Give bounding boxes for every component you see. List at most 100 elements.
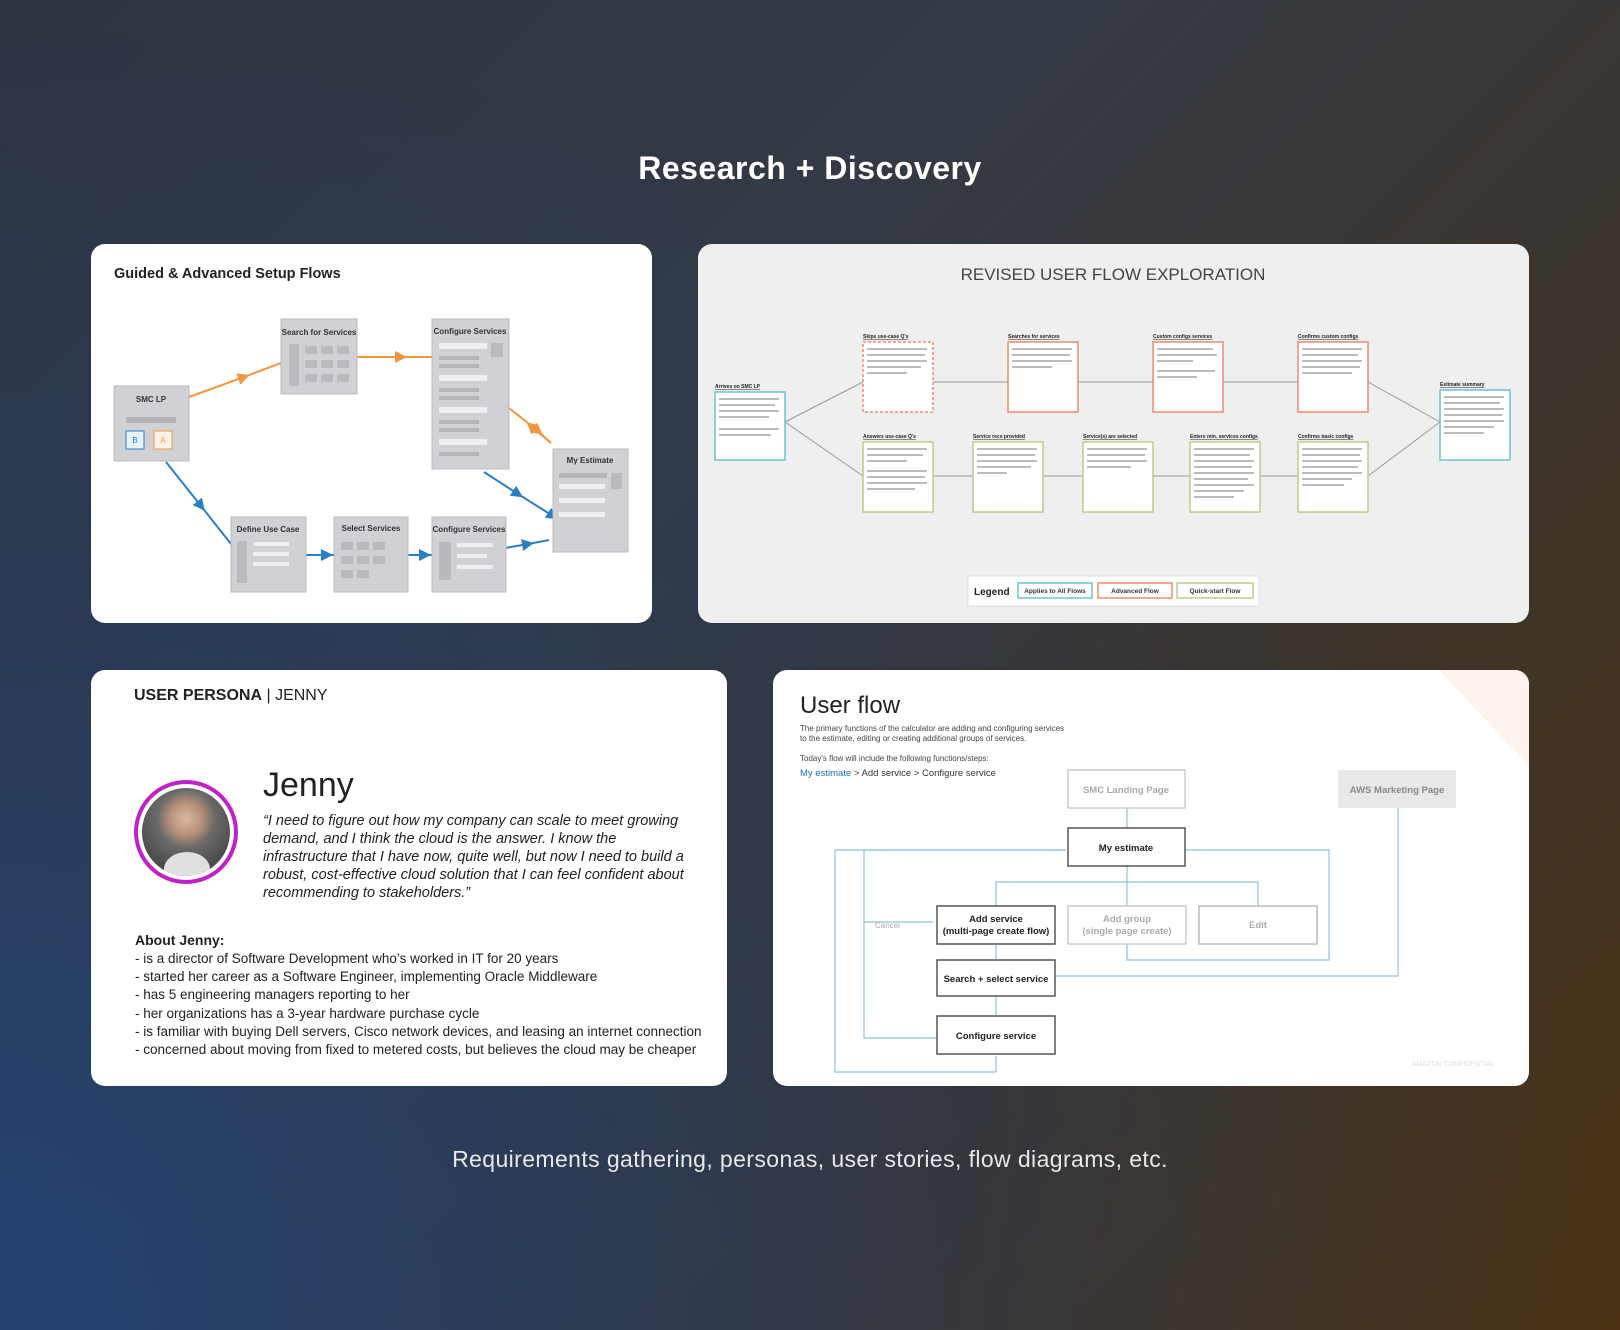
revised-flow-diagram: REVISED USER FLOW EXPLORATION Arrives on… [714,265,1511,607]
node-confirms-basic-label: Confirms basic configs [1298,434,1354,440]
revised-user-flow-card: REVISED USER FLOW EXPLORATION Arrives on… [698,244,1529,623]
persona-quote: “I need to figure out how my company can… [263,813,684,901]
persona-header-rest: | JENNY [262,687,328,704]
page-title: Research + Discovery [638,150,982,186]
list-item: - started her career as a Software Engin… [135,969,598,985]
legend-all: Applies to All Flows [1024,588,1086,595]
node-configure-label: Configure service [956,1031,1036,1042]
node-add-group-label-2: (single page create) [1082,926,1171,937]
avatar-ring [134,780,238,884]
node-estimate-summary: Estimate summary [1439,382,1511,461]
user-flow-title: User flow [800,692,901,719]
node-service-recs: Service recs provided [972,434,1044,513]
node-edit: Edit [1198,905,1318,945]
node-select-label: Select Services [342,524,401,533]
about-title: About Jenny: [135,932,225,948]
user-flow-diagram: SMC Landing Page AWS Marketing Page My e… [834,670,1529,1073]
confidential-label: AMAZON CONFIDENTIAL [1411,1061,1495,1068]
node-custom-configs-label: Custom configs services [1153,334,1212,340]
node-services-selected: Service(s) are selected [1082,434,1154,513]
node-smc-landing-label: SMC Landing Page [1083,785,1169,796]
node-answers-label: Answers use-case Q's [863,434,916,440]
node-configure-top-label: Configure Services [434,327,507,336]
user-flow-description: The primary functions of the calculator … [800,724,1065,743]
user-flow-card: SMC Landing Page AWS Marketing Page My e… [773,670,1529,1086]
node-aws-marketing-label: AWS Marketing Page [1350,785,1445,796]
badge-b: B [132,436,137,445]
user-persona-card: USER PERSONA | JENNY Jenny “I need to fi… [91,670,727,1086]
node-arrives-label: Arrives on SMC LP [715,384,761,390]
node-configure-bottom-label: Configure Services [433,525,506,534]
breadcrumb: My estimate > Add service > Configure se… [800,768,996,779]
list-item: - is familiar with buying Dell servers, … [135,1023,702,1039]
persona-header: USER PERSONA | JENNY [134,687,328,705]
node-define-label: Define Use Case [237,525,300,534]
node-searches: Searches for services [1007,334,1079,413]
breadcrumb-my-estimate-link[interactable]: My estimate [800,768,852,779]
node-search-for-services: Search for Services [280,318,358,395]
node-add-group-label-1: Add group [1103,914,1151,925]
node-smc-landing: SMC Landing Page [1067,769,1186,809]
guided-flow-diagram: Guided & Advanced Setup Flows [113,266,629,593]
node-configure: Configure service [936,1015,1056,1055]
breadcrumb-rest: > Add service > Configure service [851,768,996,779]
persona-header-bold: USER PERSONA [134,687,263,704]
node-skips: Skips use-case Q's [862,334,934,413]
node-add-service-label-2: (multi-page create flow) [943,926,1050,937]
node-add-service: Add service (multi-page create flow) [936,905,1056,945]
node-services-selected-label: Service(s) are selected [1083,434,1137,440]
user-flow-today: Today's flow will include the following … [800,754,989,763]
about-list: - is a director of Software Development … [135,950,702,1059]
node-my-estimate-label: My Estimate [567,456,614,465]
node-searches-label: Searches for services [1008,334,1060,340]
cancel-label: Cancel [875,921,900,930]
node-enters-min-label: Enters min. services configs [1190,434,1258,440]
node-search-label: Search for Services [282,328,357,337]
revised-flow-title: REVISED USER FLOW EXPLORATION [961,265,1266,284]
list-item: - is a director of Software Development … [135,951,559,966]
legend-advanced: Advanced Flow [1111,588,1160,595]
advanced-flow-lines [188,351,552,444]
badge-a: A [160,436,166,445]
node-estimate-summary-label: Estimate summary [1440,382,1485,388]
node-confirms-basic: Confirms basic configs [1297,434,1369,513]
revised-flow-connectors [784,381,1441,477]
node-aws-marketing: AWS Marketing Page [1338,770,1456,808]
legend-quick: Quick-start Flow [1190,588,1242,595]
node-add-service-label-1: Add service [969,914,1023,925]
node-edit-label: Edit [1249,920,1268,931]
corner-accent [1439,670,1529,766]
node-my-estimate: My estimate [1067,827,1186,867]
guided-flows-title: Guided & Advanced Setup Flows [114,266,341,282]
node-skips-label: Skips use-case Q's [863,334,909,340]
node-define-use-case: Define Use Case [230,516,307,593]
node-search-select-label: Search + select service [944,974,1049,985]
node-arrives: Arrives on SMC LP [714,384,786,461]
node-confirms-custom-label: Confirms custom configs [1298,334,1359,340]
legend-title: Legend [974,587,1010,598]
persona-name: Jenny [263,766,354,804]
list-item: - concerned about moving from fixed to m… [135,1042,697,1058]
list-item: - has 5 engineering managers reporting t… [135,987,410,1003]
node-custom-configs: Custom configs services [1152,334,1224,413]
node-smc-lp-label: SMC LP [136,395,167,404]
page-subtitle: Requirements gathering, personas, user s… [452,1146,1168,1172]
node-smc-lp: SMC LP B A [113,385,190,462]
guided-flow-lines [165,461,559,561]
node-add-group: Add group (single page create) [1067,905,1187,945]
node-answers: Answers use-case Q's [862,434,934,513]
node-search-select: Search + select service [936,959,1056,997]
node-my-estimate: My Estimate [552,448,629,553]
avatar [142,788,230,876]
node-configure-services-top: Configure Services [431,318,510,470]
list-item: - her organizations has a 3-year hardwar… [135,1005,480,1021]
node-confirms-custom: Confirms custom configs [1297,334,1369,413]
node-configure-services-bottom: Configure Services [431,516,507,593]
legend: Legend Applies to All Flows Advanced Flo… [967,575,1260,607]
node-my-estimate-label: My estimate [1099,843,1153,854]
guided-advanced-flows-card: Guided & Advanced Setup Flows [91,244,652,623]
node-service-recs-label: Service recs provided [973,434,1025,440]
node-enters-min: Enters min. services configs [1189,434,1261,513]
node-select-services: Select Services [333,516,409,593]
